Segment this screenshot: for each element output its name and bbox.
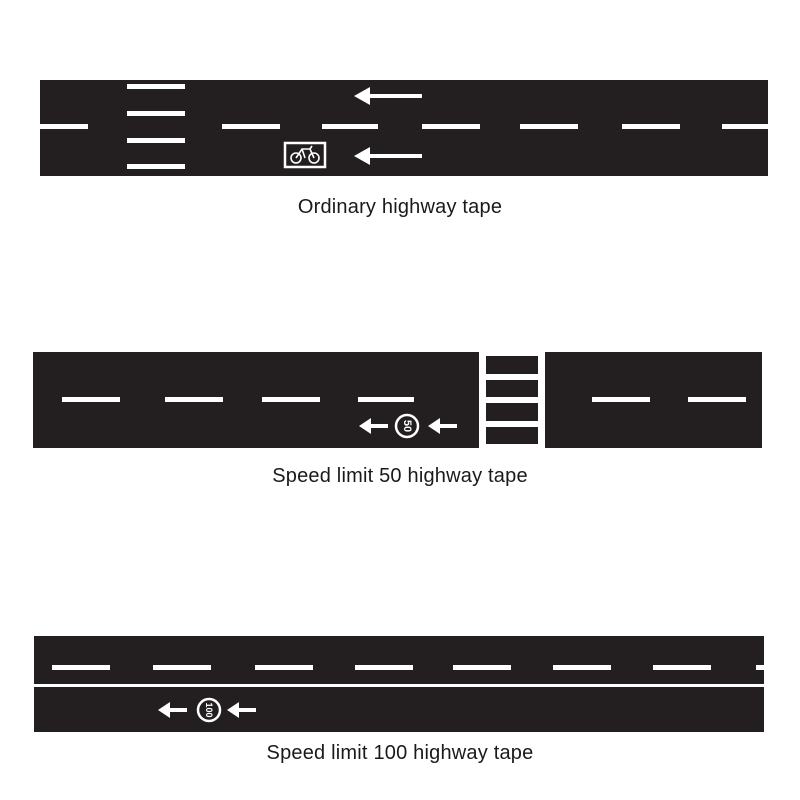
tape-caption: Speed limit 100 highway tape <box>266 742 534 764</box>
crosswalk <box>479 350 545 450</box>
speed-limit-100-highway-tape: 100 <box>34 636 764 732</box>
tape-caption: Speed limit 50 highway tape <box>272 465 528 487</box>
bicycle-sign-icon <box>283 141 327 169</box>
dashed-center-line <box>62 397 746 402</box>
left-arrow-icon <box>227 702 256 718</box>
speed-limit-50-highway-tape: 50 <box>33 350 762 450</box>
dashed-center-line <box>52 665 764 670</box>
left-arrow-icon <box>354 147 422 165</box>
left-arrow-icon <box>158 702 187 718</box>
solid-white-line <box>34 684 764 687</box>
speed-limit-sign-icon: 100 <box>196 697 222 723</box>
crosswalk <box>127 84 185 169</box>
left-arrow-icon <box>428 418 457 434</box>
left-arrow-icon <box>354 87 422 105</box>
speed-sign-value: 50 <box>401 420 413 432</box>
speed-sign-value: 100 <box>204 702 214 717</box>
ordinary-highway-tape <box>40 80 768 176</box>
dashed-center-line <box>40 124 768 129</box>
left-arrow-icon <box>359 418 388 434</box>
tape-caption: Ordinary highway tape <box>297 196 503 218</box>
speed-limit-sign-icon: 50 <box>394 413 420 439</box>
